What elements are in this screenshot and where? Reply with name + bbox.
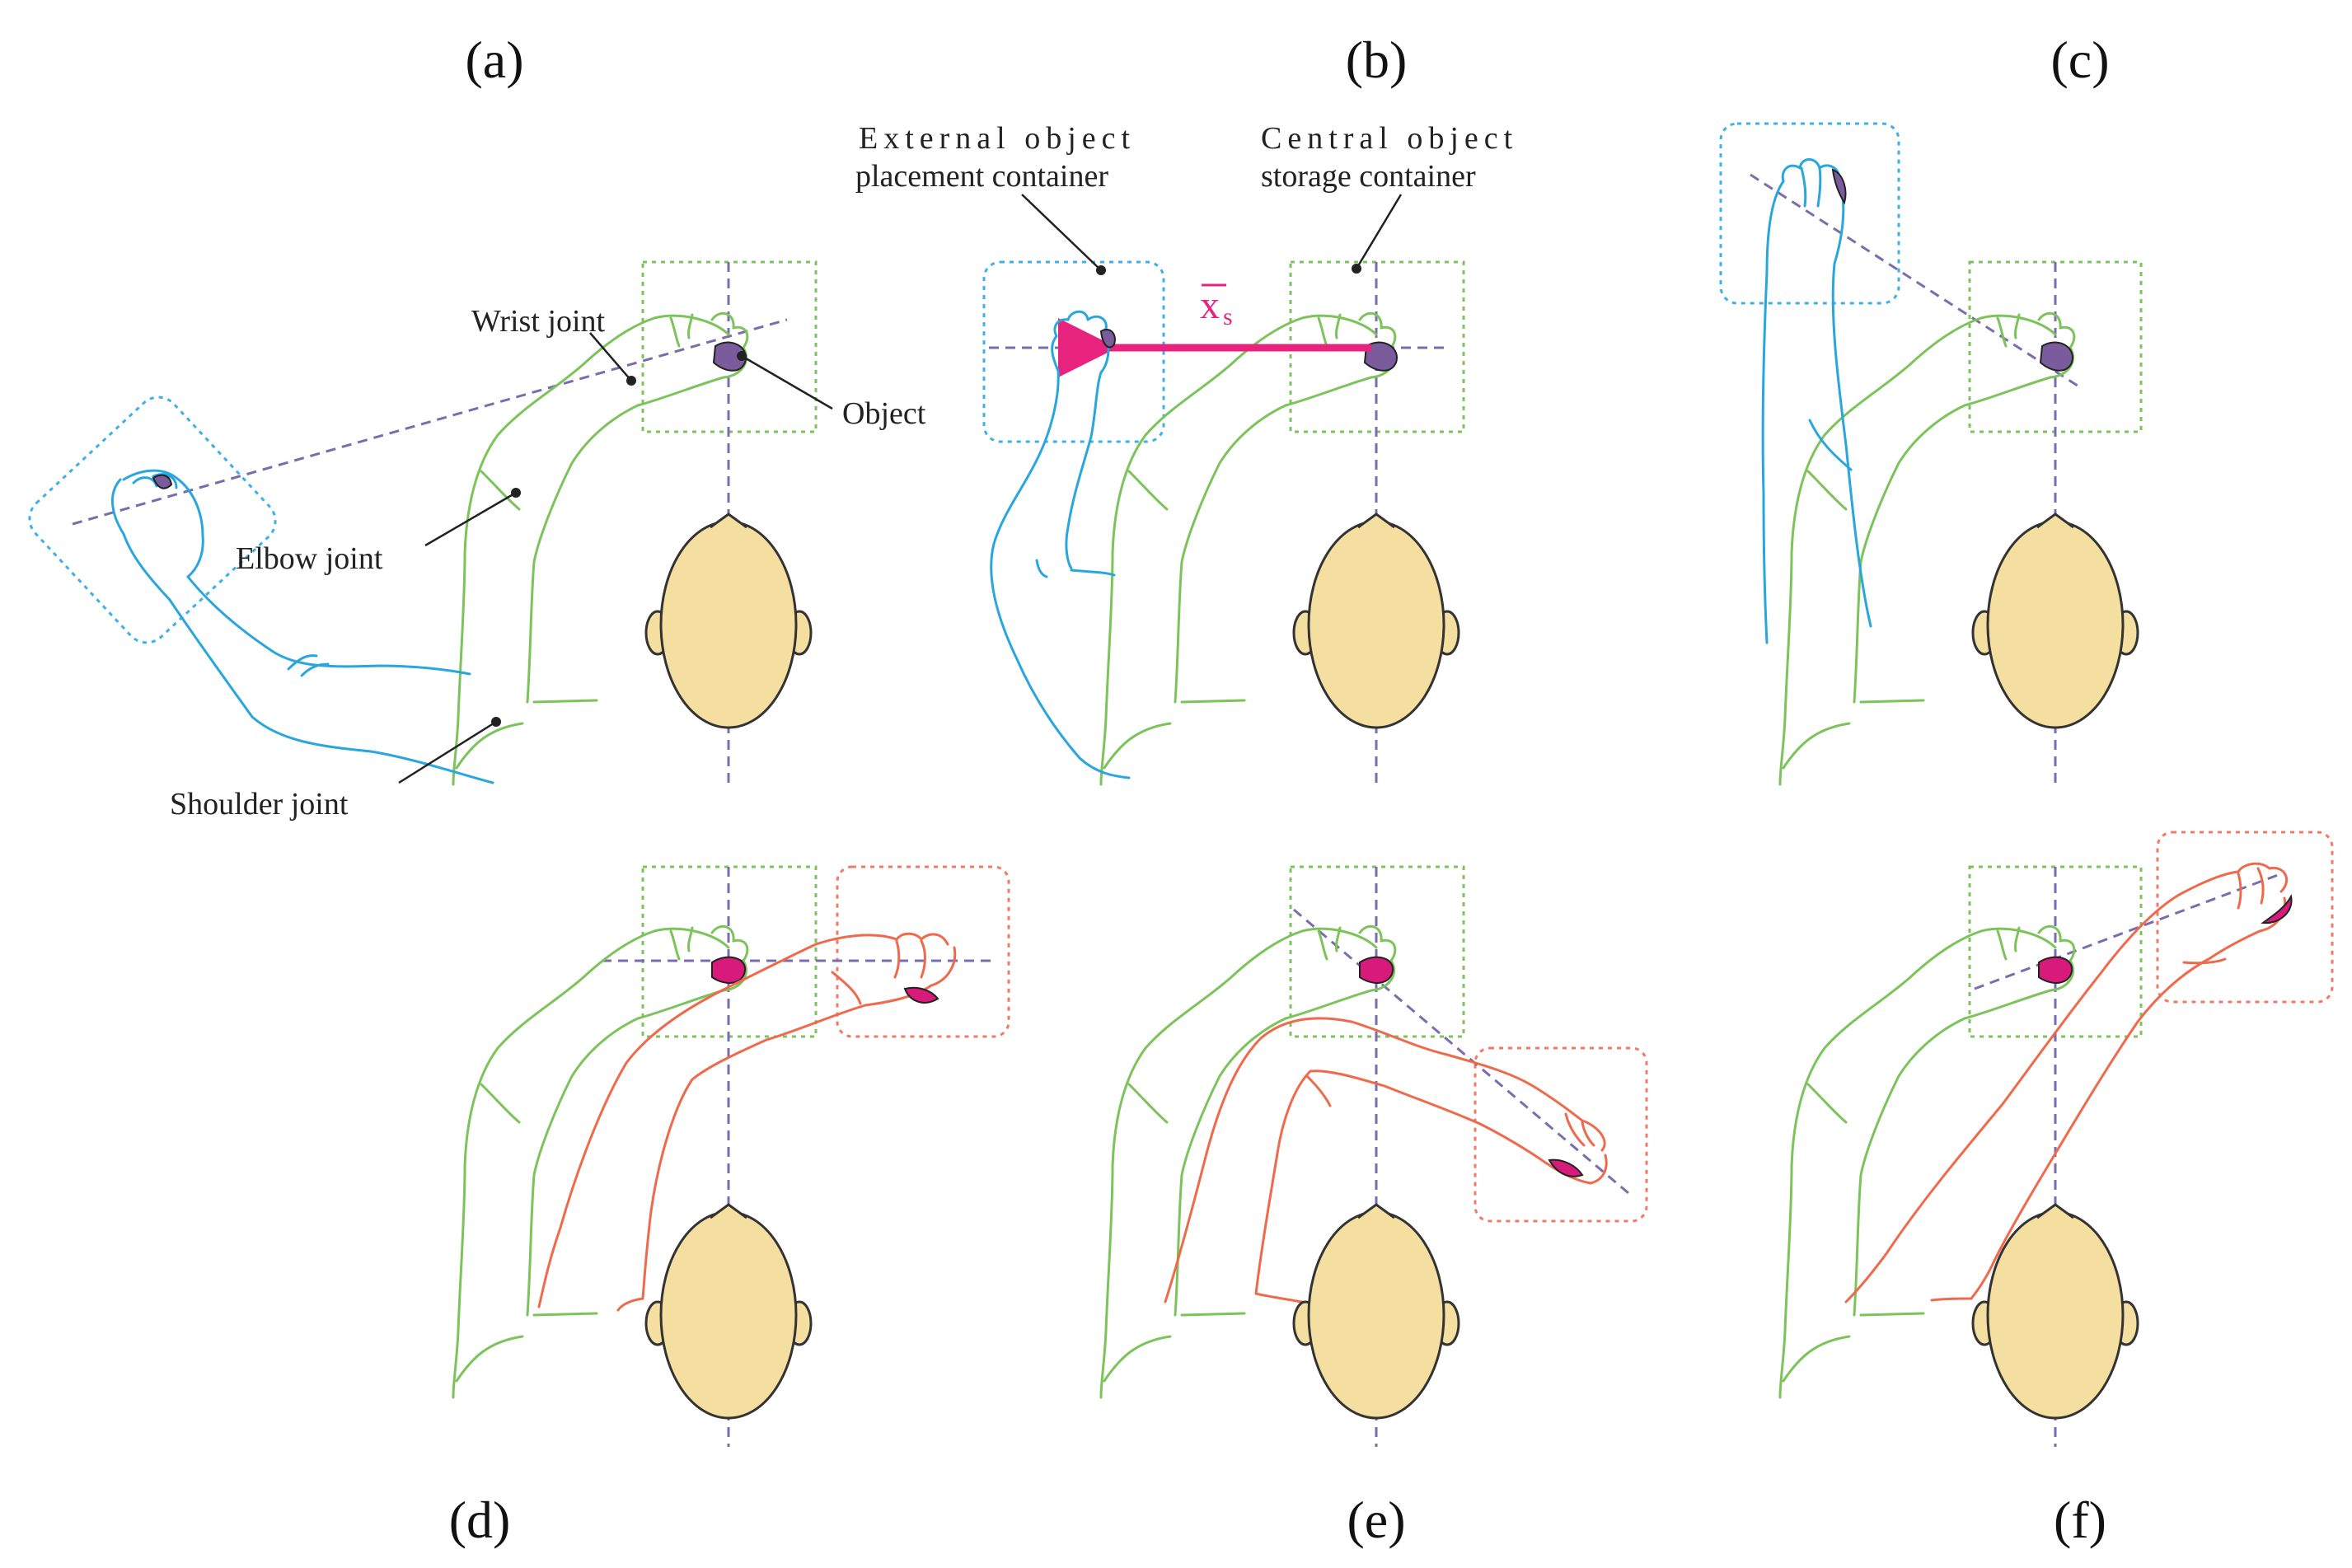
- leader-shoulder: [398, 717, 501, 784]
- object-held-a: [152, 474, 173, 489]
- object-held-b: [1099, 329, 1116, 349]
- blue-arm-a: [110, 469, 494, 784]
- object-home-e: [1359, 956, 1394, 984]
- panel-b: x s External object placement container …: [855, 121, 1518, 787]
- head-e: [1292, 1203, 1460, 1420]
- object-home-d: [711, 956, 747, 984]
- blue-arm-b: [990, 310, 1131, 779]
- object-placed-f: [2261, 894, 2293, 924]
- leader-elbow: [424, 488, 521, 547]
- leader-wrist: [589, 332, 636, 386]
- panel-f: [1778, 831, 2334, 1447]
- external-container-c: [1719, 122, 1900, 305]
- panel-label-b: (b): [1346, 30, 1408, 89]
- object-placed-d: [903, 986, 939, 1004]
- reach-axis-f: [1974, 873, 2279, 990]
- label-external-1: External object: [859, 121, 1136, 156]
- label-wrist-joint: Wrist joint: [471, 304, 606, 339]
- object-placed-e: [1548, 1158, 1584, 1177]
- panel-label-c: (c): [2050, 30, 2109, 89]
- label-central-1: Central object: [1261, 121, 1518, 156]
- object-home-f: [2038, 956, 2073, 984]
- displacement-label: x s: [1200, 283, 1233, 330]
- head-b: [1292, 513, 1460, 729]
- panel-c: [1719, 122, 2143, 787]
- head-c: [1971, 513, 2139, 729]
- panel-d: [452, 865, 1010, 1447]
- label-object: Object: [842, 396, 926, 431]
- label-central-2: storage container: [1261, 159, 1476, 194]
- panel-label-a: (a): [465, 30, 523, 89]
- leader-central: [1352, 194, 1403, 274]
- svg-text:x: x: [1200, 283, 1220, 327]
- object-held-c: [1831, 168, 1847, 205]
- head-d: [644, 1203, 813, 1420]
- reach-axis-c: [1750, 173, 2081, 389]
- panel-label-d: (d): [449, 1491, 511, 1549]
- external-container-b: [982, 260, 1165, 443]
- blue-arm-c: [1761, 158, 1872, 644]
- panel-label-e: (e): [1347, 1491, 1405, 1549]
- panel-label-f: (f): [2054, 1491, 2106, 1549]
- reach-axis-e: [1293, 908, 1629, 1195]
- head-f: [1971, 1203, 2139, 1420]
- leader-object: [737, 351, 833, 410]
- object-c: [2040, 341, 2074, 372]
- panel-e: [1099, 865, 1648, 1447]
- label-shoulder-joint: Shoulder joint: [170, 787, 349, 821]
- panel-a: Wrist joint Object Elbow joint Shoulder …: [28, 260, 926, 821]
- external-container-f: [2156, 831, 2334, 1004]
- leader-external: [1021, 194, 1106, 275]
- external-container-a: [28, 396, 277, 644]
- svg-text:s: s: [1223, 303, 1233, 330]
- external-container-e: [1474, 1046, 1648, 1223]
- red-arm-f: [1844, 862, 2288, 1304]
- reach-axis-a: [72, 318, 788, 526]
- label-elbow-joint: Elbow joint: [236, 541, 383, 576]
- external-container-d: [836, 865, 1010, 1038]
- head-a: [644, 513, 813, 729]
- label-external-2: placement container: [855, 159, 1108, 194]
